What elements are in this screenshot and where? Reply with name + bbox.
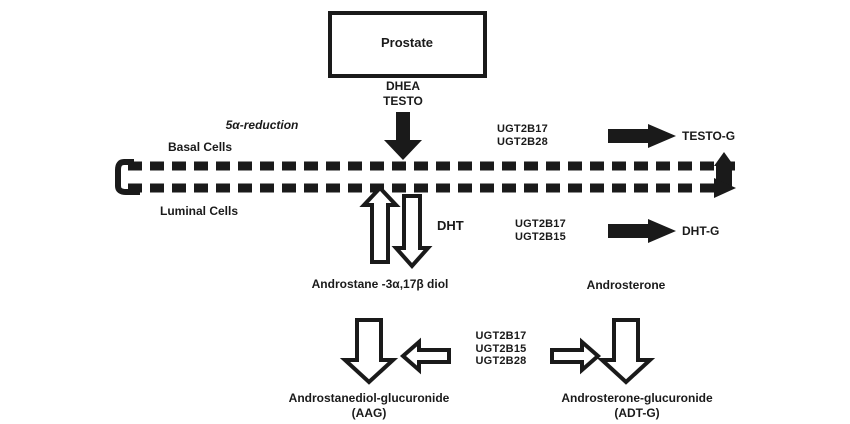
dht-g-arrow xyxy=(608,219,676,243)
luminal-cells-label: Luminal Cells xyxy=(160,204,239,218)
dht-g-label: DHT-G xyxy=(682,224,720,238)
dht-down-arrow xyxy=(391,194,433,270)
dht-g-enzyme-2: UGT2B15 xyxy=(515,230,566,243)
dht-g-enzyme-group: UGT2B17 UGT2B15 xyxy=(515,218,566,243)
testo-g-label: TESTO-G xyxy=(682,129,736,143)
central-enzyme-1: UGT2B17 xyxy=(475,330,527,342)
testo-g-enzyme-1: UGT2B17 xyxy=(497,123,548,135)
prostate-to-membrane-arrow xyxy=(384,112,422,160)
testo-g-enzyme-group: UGT2B17 UGT2B28 xyxy=(497,123,548,148)
five-alpha-reduction-label: 5α-reduction xyxy=(225,118,299,132)
prostate-label: Prostate xyxy=(380,35,434,50)
dht-label: DHT xyxy=(437,218,464,233)
androstanediol-label: Androstane -3α,17β diol xyxy=(311,277,449,291)
basal-cells-label: Basal Cells xyxy=(168,140,233,154)
testo-g-arrow xyxy=(608,124,676,148)
enzyme-left-arrow xyxy=(399,337,451,375)
membrane-left-bracket xyxy=(115,159,140,195)
central-enzyme-2: UGT2B15 xyxy=(475,342,527,355)
testo-label: TESTO xyxy=(383,94,423,108)
luminal-line-right-arrowhead xyxy=(714,178,736,198)
adtg-label-line1: Androsterone-glucuronide xyxy=(561,391,713,405)
central-enzyme-group: UGT2B17 UGT2B15 UGT2B28 xyxy=(476,330,527,368)
androsterone-to-adtg-arrow xyxy=(596,318,656,385)
dht-up-arrow xyxy=(359,185,401,264)
dhea-label: DHEA xyxy=(385,79,421,93)
testo-g-enzyme-2: UGT2B28 xyxy=(497,135,548,148)
androstanediol-to-aag-arrow xyxy=(339,318,399,385)
androsterone-label: Androsterone xyxy=(586,278,666,292)
central-enzyme-3: UGT2B28 xyxy=(475,355,527,368)
aag-label-line1: Androstanediol-glucuronide xyxy=(288,391,450,405)
prostate-box xyxy=(328,11,487,78)
dht-g-enzyme-1: UGT2B17 xyxy=(515,218,566,230)
aag-label-line2: (AAG) xyxy=(351,406,387,420)
adtg-label-line2: (ADT-G) xyxy=(614,406,660,420)
enzyme-right-arrow xyxy=(550,337,602,375)
